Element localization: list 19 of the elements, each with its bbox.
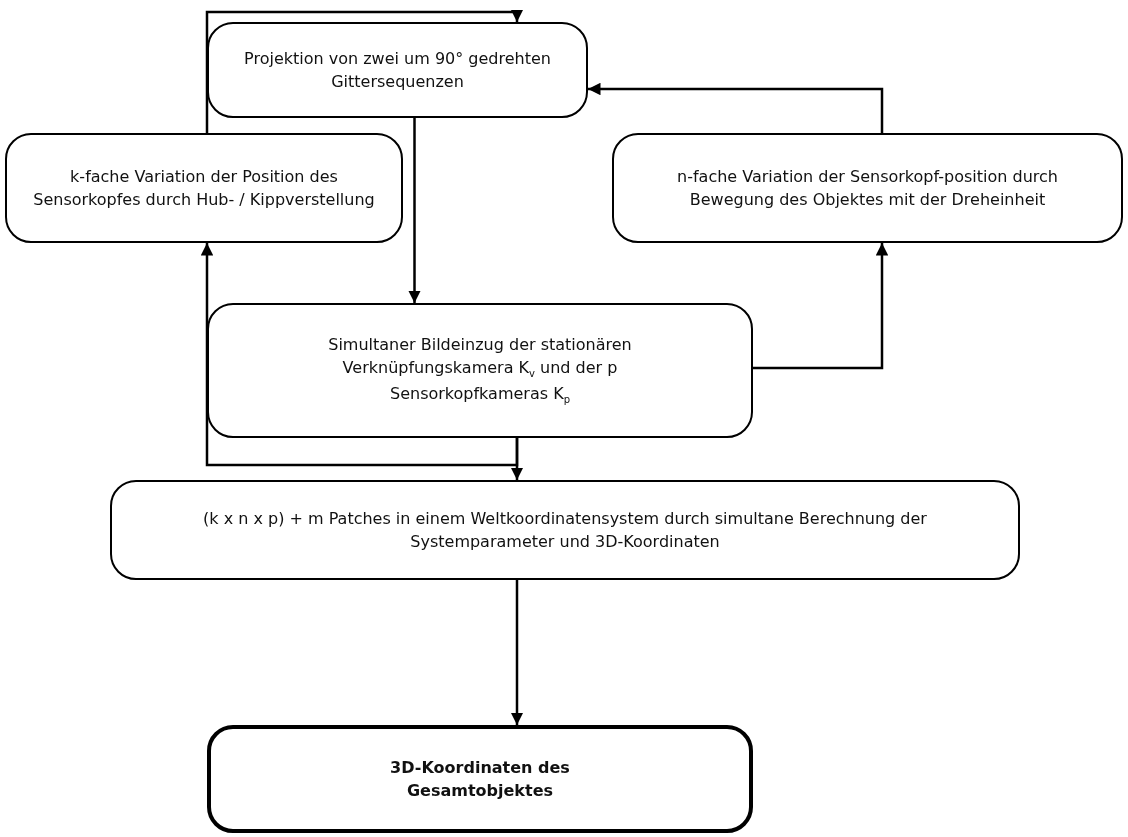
process-box bbox=[207, 725, 753, 833]
box-text: (k x n x p) + m Patches in einem Weltkoordinatensystem durch simultane Berechnung der Systemparameter und 3D-Koordinaten bbox=[202, 507, 928, 553]
box-text: Projektion von zwei um 90° gedrehten Gittersequenzen bbox=[243, 47, 552, 93]
box-text: n-fache Variation der Sensorkopf-position durch Bewegung des Objektes mit der Dreheinheit bbox=[676, 165, 1059, 211]
process-box bbox=[110, 480, 1020, 580]
arrow bbox=[510, 580, 524, 725]
arrow bbox=[753, 243, 889, 370]
arrow bbox=[200, 243, 519, 467]
arrow bbox=[408, 118, 421, 303]
process-box bbox=[612, 133, 1123, 243]
box-text: Simultaner Bildeinzug der stationären Verknüpfungskamera K$_{v}$ und der p Sensorkopfkameras K$_{p}$ bbox=[327, 334, 633, 408]
box-text: 3D-Koordinaten des Gesamtobjektes bbox=[389, 756, 571, 802]
arrow bbox=[588, 82, 884, 133]
process-box bbox=[207, 22, 588, 118]
arrow bbox=[510, 438, 524, 480]
box-text: k-fache Variation der Position des Sensorkopfes durch Hub- / Kippverstellung bbox=[32, 165, 376, 211]
arrow bbox=[205, 9, 524, 133]
process-box bbox=[207, 303, 753, 438]
process-box bbox=[5, 133, 403, 243]
